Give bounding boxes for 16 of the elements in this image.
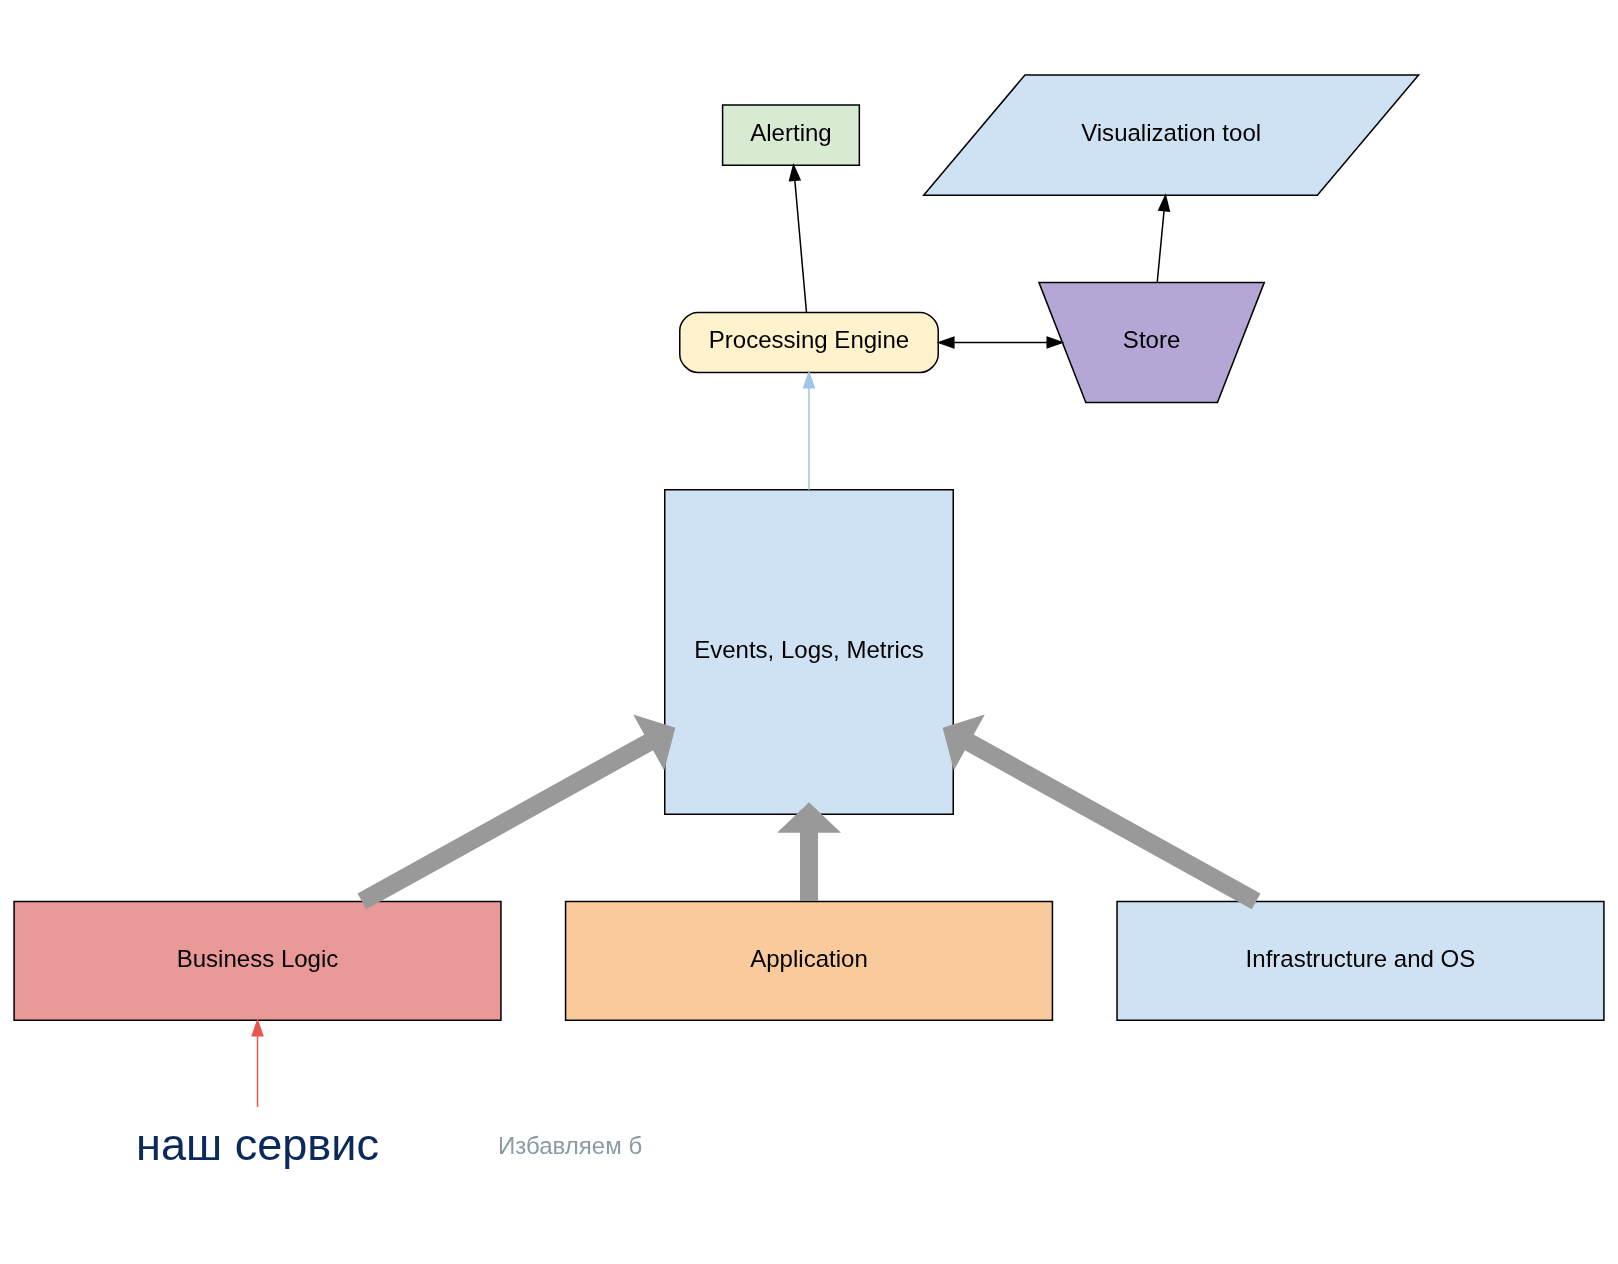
- arrow: [802, 369, 816, 490]
- node-box: Processing Engine: [679, 311, 939, 373]
- node-box: Application: [564, 900, 1054, 1021]
- arrow: [1156, 192, 1171, 283]
- node-box: Infrastructure and OS: [1116, 900, 1605, 1021]
- arrow: [942, 713, 1261, 909]
- arrow: [788, 162, 808, 313]
- node-box: Alerting: [721, 103, 861, 166]
- arrow: [777, 801, 841, 901]
- node-text: наш сервис: [136, 1118, 380, 1170]
- arrow: [251, 1017, 264, 1108]
- label: Избавляем б: [497, 1131, 643, 1159]
- arrow: [936, 335, 1065, 349]
- node-box: Business Logic: [13, 900, 502, 1021]
- arrow: [357, 713, 676, 909]
- node-box: Events, Logs, Metrics: [664, 488, 954, 815]
